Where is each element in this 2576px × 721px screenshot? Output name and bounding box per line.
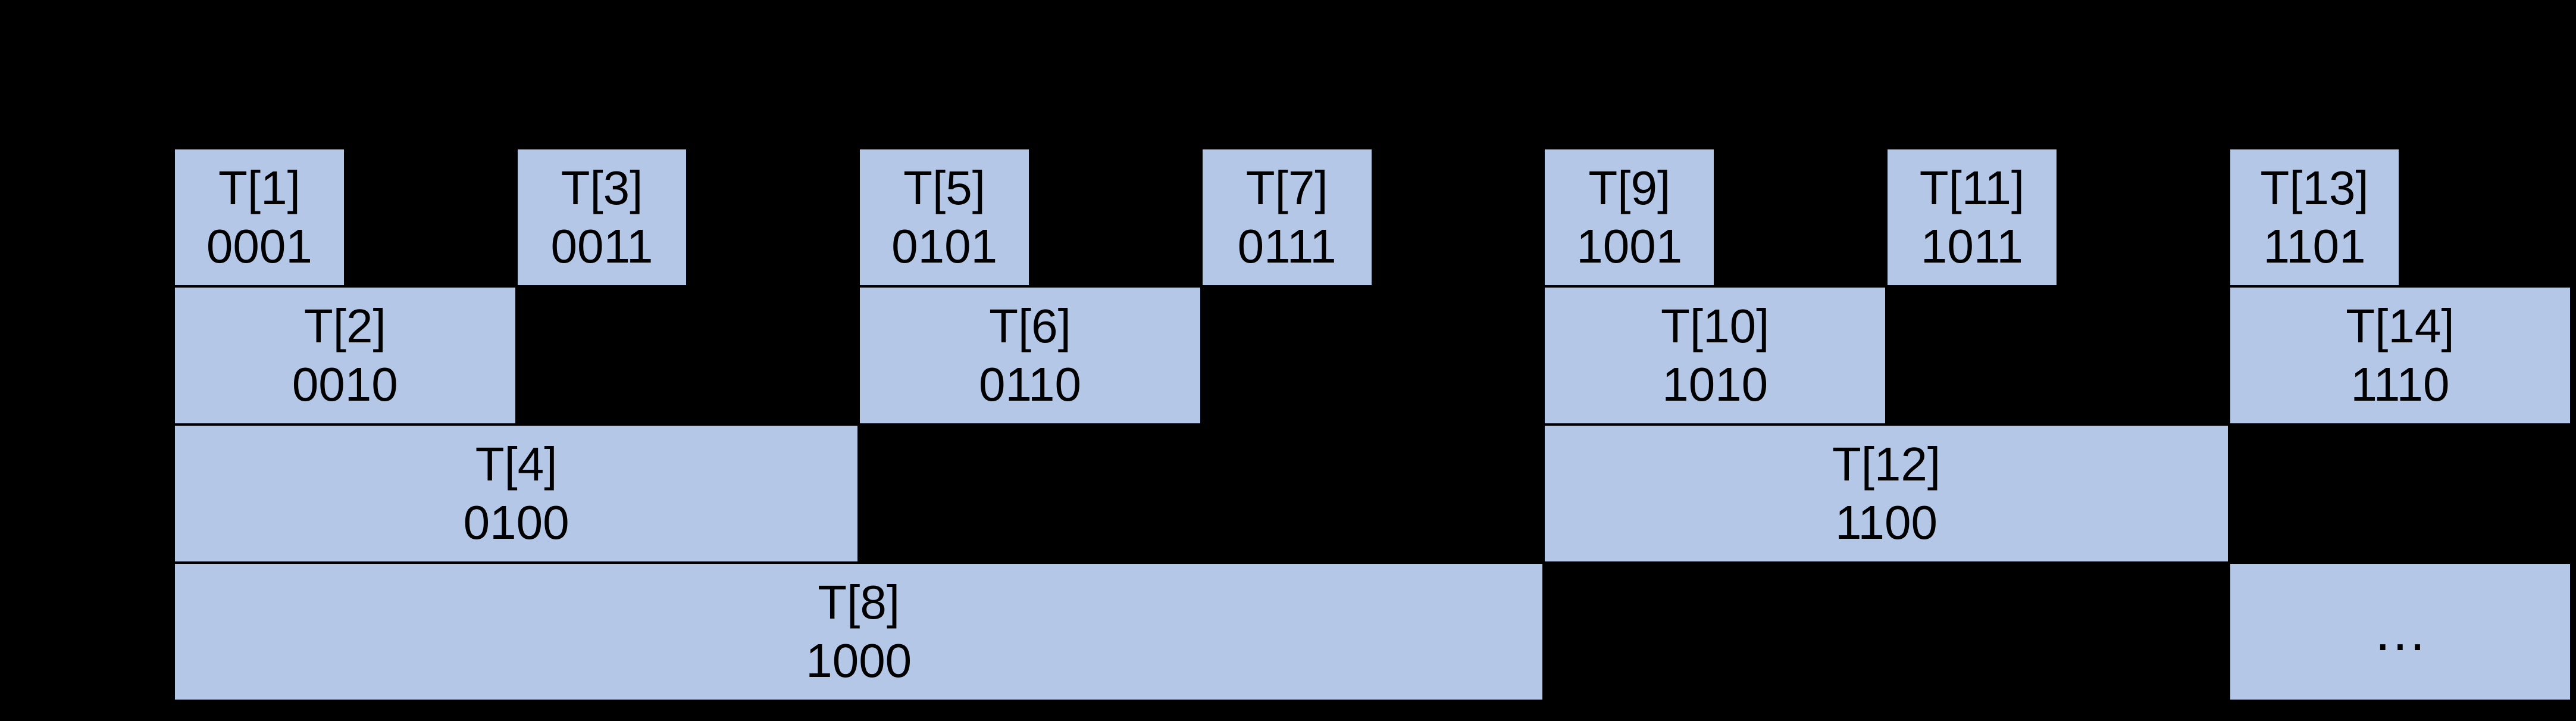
tree-node-T5: T[5] 0101 [859,148,1030,286]
tree-node-index-label: T[11] [1919,161,2025,214]
tree-node-binary-label: 1000 [806,634,912,687]
tree-node-index-label: T[12] [1832,438,1941,491]
tree-node-binary-label: 0101 [891,220,998,273]
tree-node-index-label: T[10] [1661,299,1770,352]
tree-node-index-label: T[14] [2346,299,2455,352]
tree-node-binary-label: 0110 [978,358,1081,411]
tree-node-ellipsis: … [2228,563,2572,701]
tree-node-binary-label: 0100 [463,496,569,549]
tree-node-binary-label: 1101 [2263,220,2366,273]
tree-node-binary-label: 1100 [1835,496,1938,549]
tree-node-binary-label: 0111 [1237,220,1336,273]
tree-node-T12: T[12] 1100 [1544,425,2229,563]
tree-node-T11: T[11] 1011 [1886,148,2058,286]
tree-node-index-label: T[9] [1588,161,1671,214]
tree-node-index-label: T[5] [903,161,985,214]
tree-node-T9: T[9] 1001 [1544,148,1716,286]
tree-node-index-label: T[3] [561,161,643,214]
tree-node-index-label: T[8] [818,576,900,629]
tree-node-binary-label: 1010 [1662,358,1769,411]
tree-node-index-label: T[4] [475,438,558,491]
tree-node-T3: T[3] 0011 [516,148,688,286]
continuation-ellipsis: … [2372,601,2435,662]
tree-node-T13: T[13] 1101 [2228,148,2400,286]
tree-node-index-label: T[7] [1245,161,1328,214]
tree-node-binary-label: 0010 [292,358,398,411]
tree-node-binary-label: 1001 [1576,220,1683,273]
tree-node-binary-label: 0011 [550,220,653,273]
tree-node-T10: T[10] 1010 [1544,286,1886,425]
tree-node-index-label: T[2] [303,299,386,352]
tree-node-binary-label: 1011 [1920,220,2023,273]
tree-node-index-label: T[13] [2260,161,2369,214]
tree-node-index-label: T[1] [218,161,301,214]
tree-node-T7: T[7] 0111 [1201,148,1373,286]
tree-node-T2: T[2] 0010 [174,286,517,425]
tree-node-T6: T[6] 0110 [859,286,1201,425]
tree-node-binary-label: 1110 [2350,358,2450,411]
tree-node-T14: T[14] 1110 [2228,286,2572,425]
tree-node-index-label: T[6] [989,299,1071,352]
tree-node-T8: T[8] 1000 [174,563,1544,701]
tree-node-T1: T[1] 0001 [174,148,345,286]
tree-node-T4: T[4] 0100 [174,425,859,563]
tree-node-binary-label: 0001 [206,220,312,273]
